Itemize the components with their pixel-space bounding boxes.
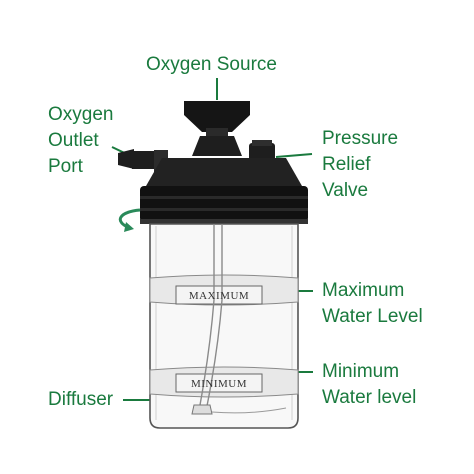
pressure-relief-valve-line-2: Relief — [322, 154, 371, 175]
pressure-relief-valve-label: Pressure Relief Valve — [322, 126, 398, 204]
maximum-water-level-line-2: Water Level — [322, 306, 423, 327]
minimum-water-level-line-2: Water level — [322, 387, 417, 408]
cap-dome — [192, 136, 242, 156]
minimum-water-level-label: Minimum Water level — [322, 359, 416, 411]
minimum-level-band — [149, 366, 299, 398]
diffuser-tube — [191, 224, 287, 415]
minimum-water-level-line-1: Minimum — [322, 361, 400, 382]
pressure-relief-valve-line-3: Valve — [322, 180, 369, 201]
oxygen-outlet-port-line-1: Oxygen — [48, 104, 114, 125]
oxygen-outlet-port-line-2: Outlet — [48, 130, 99, 151]
maximum-water-level-label: Maximum Water Level — [322, 278, 423, 330]
minimum-mark-text: MINIMUM — [191, 378, 247, 390]
oxygen-outlet-port-label: Oxygen Outlet Port — [48, 102, 113, 180]
maximum-water-level-line-1: Maximum — [322, 280, 405, 301]
oxygen-source-connector — [184, 101, 250, 136]
diffuser-label: Diffuser — [48, 389, 114, 410]
pressure-relief-valve-leader — [275, 153, 313, 158]
maximum-level-band — [149, 274, 299, 306]
pressure-relief-valve-line-1: Pressure — [322, 128, 399, 149]
oxygen-outlet-port-line-3: Port — [48, 156, 83, 177]
twist-arrow-icon — [118, 208, 141, 232]
maximum-mark-text: MAXIMUM — [189, 290, 249, 302]
oxygen-source-label: Oxygen Source — [146, 54, 277, 75]
bottle-cap — [140, 158, 308, 224]
